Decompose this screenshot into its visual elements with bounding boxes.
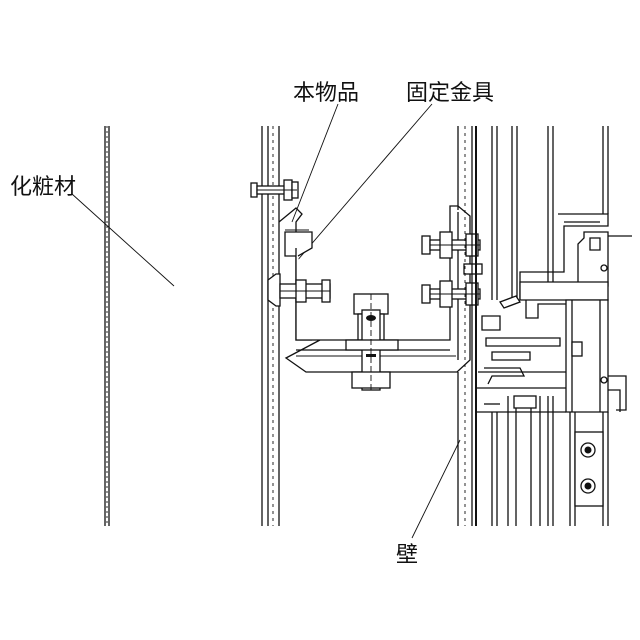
leader-kabe bbox=[412, 440, 460, 538]
label-keshouzai: 化粧材 bbox=[10, 175, 76, 200]
leader-lines bbox=[72, 104, 460, 538]
label-kabe: 壁 bbox=[396, 543, 418, 568]
leader-kotei-kanagu bbox=[296, 104, 432, 262]
label-kotei-kanagu: 固定金具 bbox=[406, 81, 494, 106]
decorative-material-panel bbox=[105, 126, 109, 526]
vertical-bolt bbox=[346, 294, 398, 392]
frame-assembly bbox=[476, 126, 632, 526]
wall-bolt-upper bbox=[422, 232, 480, 258]
leader-honbutsuhin bbox=[292, 104, 338, 222]
leader-keshouzai bbox=[72, 194, 174, 286]
upper-product-bolt bbox=[251, 180, 298, 200]
label-honbutsuhin: 本物品 bbox=[293, 81, 359, 106]
